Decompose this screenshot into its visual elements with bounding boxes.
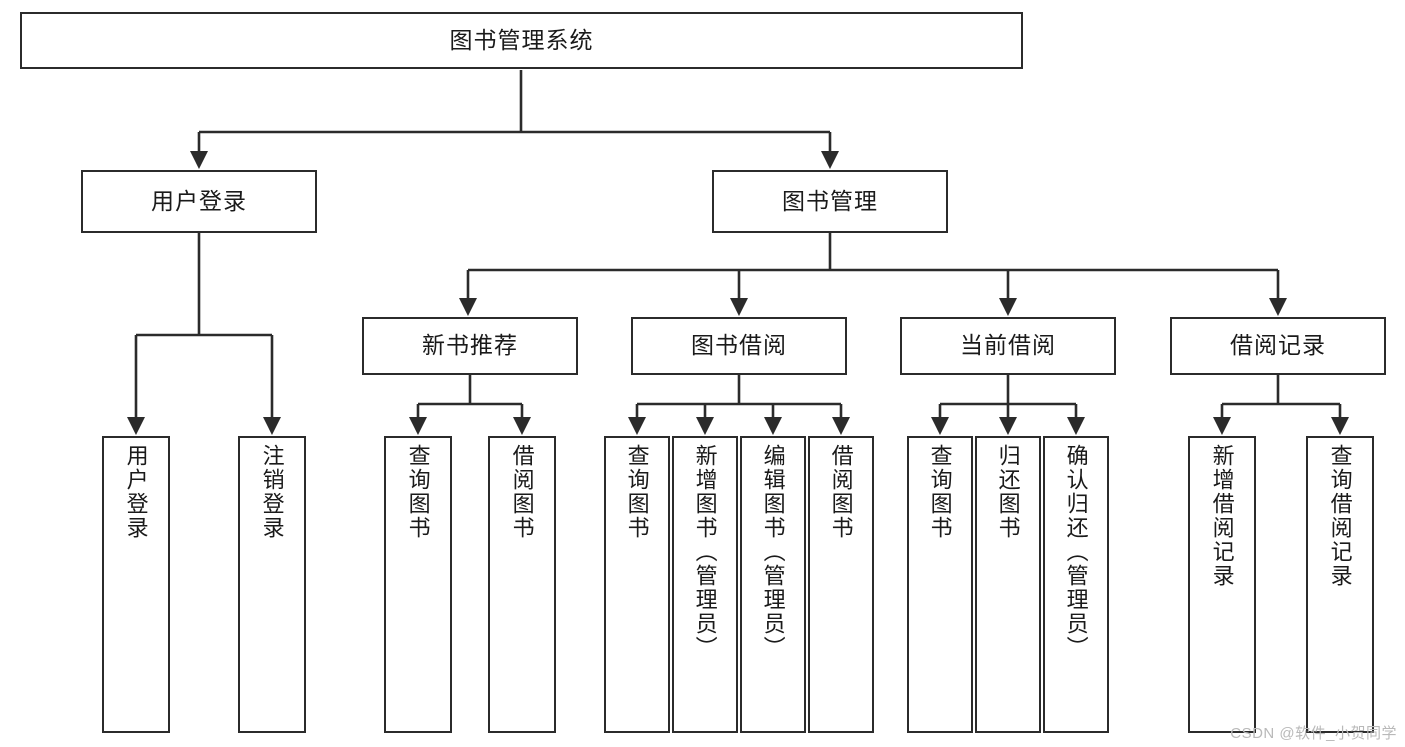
- leaf-book-borrow-edit-label: 编辑图书（管理员）: [760, 444, 786, 660]
- node-book-management-label: 图书管理: [782, 187, 878, 214]
- leaf-borrow-record-add[interactable]: 新增借阅记录: [1188, 436, 1256, 733]
- node-new-book-recommend[interactable]: 新书推荐: [362, 317, 578, 375]
- leaf-book-borrow-query-label: 查询图书: [624, 444, 650, 540]
- leaf-borrow-record-query-label: 查询借阅记录: [1327, 444, 1353, 588]
- node-root-label: 图书管理系统: [449, 26, 594, 53]
- node-book-management[interactable]: 图书管理: [712, 170, 948, 233]
- leaf-book-borrow-borrow[interactable]: 借阅图书: [808, 436, 874, 733]
- leaf-current-borrow-query-label: 查询图书: [927, 444, 953, 540]
- leaf-book-borrow-add[interactable]: 新增图书（管理员）: [672, 436, 738, 733]
- node-user-login[interactable]: 用户登录: [81, 170, 317, 233]
- leaf-book-borrow-query[interactable]: 查询图书: [604, 436, 670, 733]
- leaf-borrow-record-add-label: 新增借阅记录: [1209, 444, 1235, 588]
- node-root[interactable]: 图书管理系统: [20, 12, 1023, 69]
- node-user-login-label: 用户登录: [151, 187, 247, 214]
- csdn-watermark: CSDN @软件_小贺同学: [1230, 725, 1397, 742]
- leaf-user-login-logout[interactable]: 注销登录: [238, 436, 306, 733]
- leaf-new-book-query-label: 查询图书: [405, 444, 431, 540]
- leaf-book-borrow-borrow-label: 借阅图书: [828, 444, 854, 540]
- node-borrow-record-label: 借阅记录: [1230, 332, 1326, 359]
- node-current-borrow-label: 当前借阅: [960, 332, 1056, 359]
- node-new-book-recommend-label: 新书推荐: [422, 332, 518, 359]
- leaf-user-login-login[interactable]: 用户登录: [102, 436, 170, 733]
- leaf-current-borrow-query[interactable]: 查询图书: [907, 436, 973, 733]
- leaf-borrow-record-query[interactable]: 查询借阅记录: [1306, 436, 1374, 733]
- leaf-new-book-borrow[interactable]: 借阅图书: [488, 436, 556, 733]
- node-book-borrow[interactable]: 图书借阅: [631, 317, 847, 375]
- leaf-current-borrow-confirm-return-label: 确认归还（管理员）: [1063, 444, 1089, 660]
- node-borrow-record[interactable]: 借阅记录: [1170, 317, 1386, 375]
- node-current-borrow[interactable]: 当前借阅: [900, 317, 1116, 375]
- leaf-book-borrow-add-label: 新增图书（管理员）: [692, 444, 718, 660]
- leaf-user-login-logout-label: 注销登录: [259, 444, 285, 540]
- leaf-new-book-borrow-label: 借阅图书: [509, 444, 535, 540]
- leaf-current-borrow-confirm-return[interactable]: 确认归还（管理员）: [1043, 436, 1109, 733]
- leaf-current-borrow-return-label: 归还图书: [995, 444, 1021, 540]
- node-book-borrow-label: 图书借阅: [691, 332, 787, 359]
- leaf-new-book-query[interactable]: 查询图书: [384, 436, 452, 733]
- leaf-book-borrow-edit[interactable]: 编辑图书（管理员）: [740, 436, 806, 733]
- leaf-current-borrow-return[interactable]: 归还图书: [975, 436, 1041, 733]
- leaf-user-login-login-label: 用户登录: [123, 444, 149, 540]
